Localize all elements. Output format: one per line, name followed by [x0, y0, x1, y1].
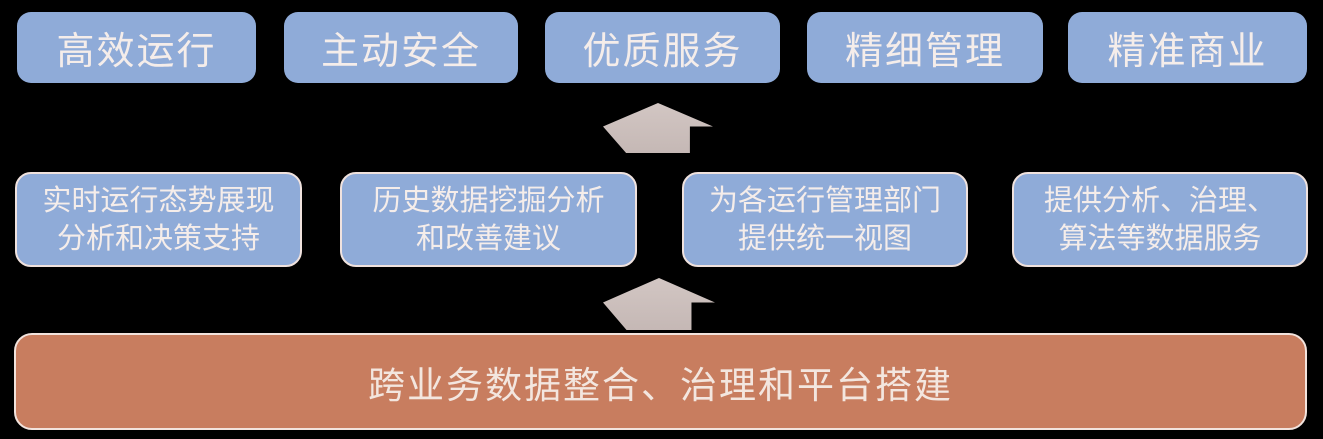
capability-line: 和改善建议 — [415, 220, 561, 255]
capability-line: 为各运行管理部门 — [708, 182, 941, 217]
capability-box-realtime-situation: 实时运行态势展现 分析和决策支持 — [15, 172, 302, 267]
goal-label: 精细管理 — [844, 29, 1005, 73]
foundation-label: 跨业务数据整合、治理和平台搭建 — [368, 363, 953, 407]
arrow-up-icon — [603, 103, 713, 153]
capability-box-data-services: 提供分析、治理、 算法等数据服务 — [1012, 172, 1308, 267]
foundation-box-data-platform: 跨业务数据整合、治理和平台搭建 — [14, 333, 1307, 430]
goal-box-precise-business: 精准商业 — [1068, 12, 1307, 83]
goal-box-fine-management: 精细管理 — [807, 12, 1043, 83]
goal-label: 优质服务 — [582, 29, 743, 73]
capability-box-history-mining: 历史数据挖掘分析 和改善建议 — [340, 172, 637, 267]
goal-label: 主动安全 — [320, 29, 481, 73]
goal-box-quality-service: 优质服务 — [545, 12, 780, 83]
capability-line: 历史数据挖掘分析 — [372, 182, 605, 217]
capability-line: 算法等数据服务 — [1058, 220, 1262, 255]
capability-line: 分析和决策支持 — [56, 220, 260, 255]
capability-box-unified-view: 为各运行管理部门 提供统一视图 — [682, 172, 968, 267]
capability-line: 提供统一视图 — [737, 220, 912, 255]
goal-box-proactive-safety: 主动安全 — [284, 12, 518, 83]
arrow-up-icon — [603, 278, 715, 330]
goal-label: 高效运行 — [56, 29, 217, 73]
capability-line: 实时运行态势展现 — [42, 182, 275, 217]
capability-line: 提供分析、治理、 — [1043, 182, 1276, 217]
goal-box-efficient-operation: 高效运行 — [17, 12, 256, 83]
goal-label: 精准商业 — [1107, 29, 1268, 73]
